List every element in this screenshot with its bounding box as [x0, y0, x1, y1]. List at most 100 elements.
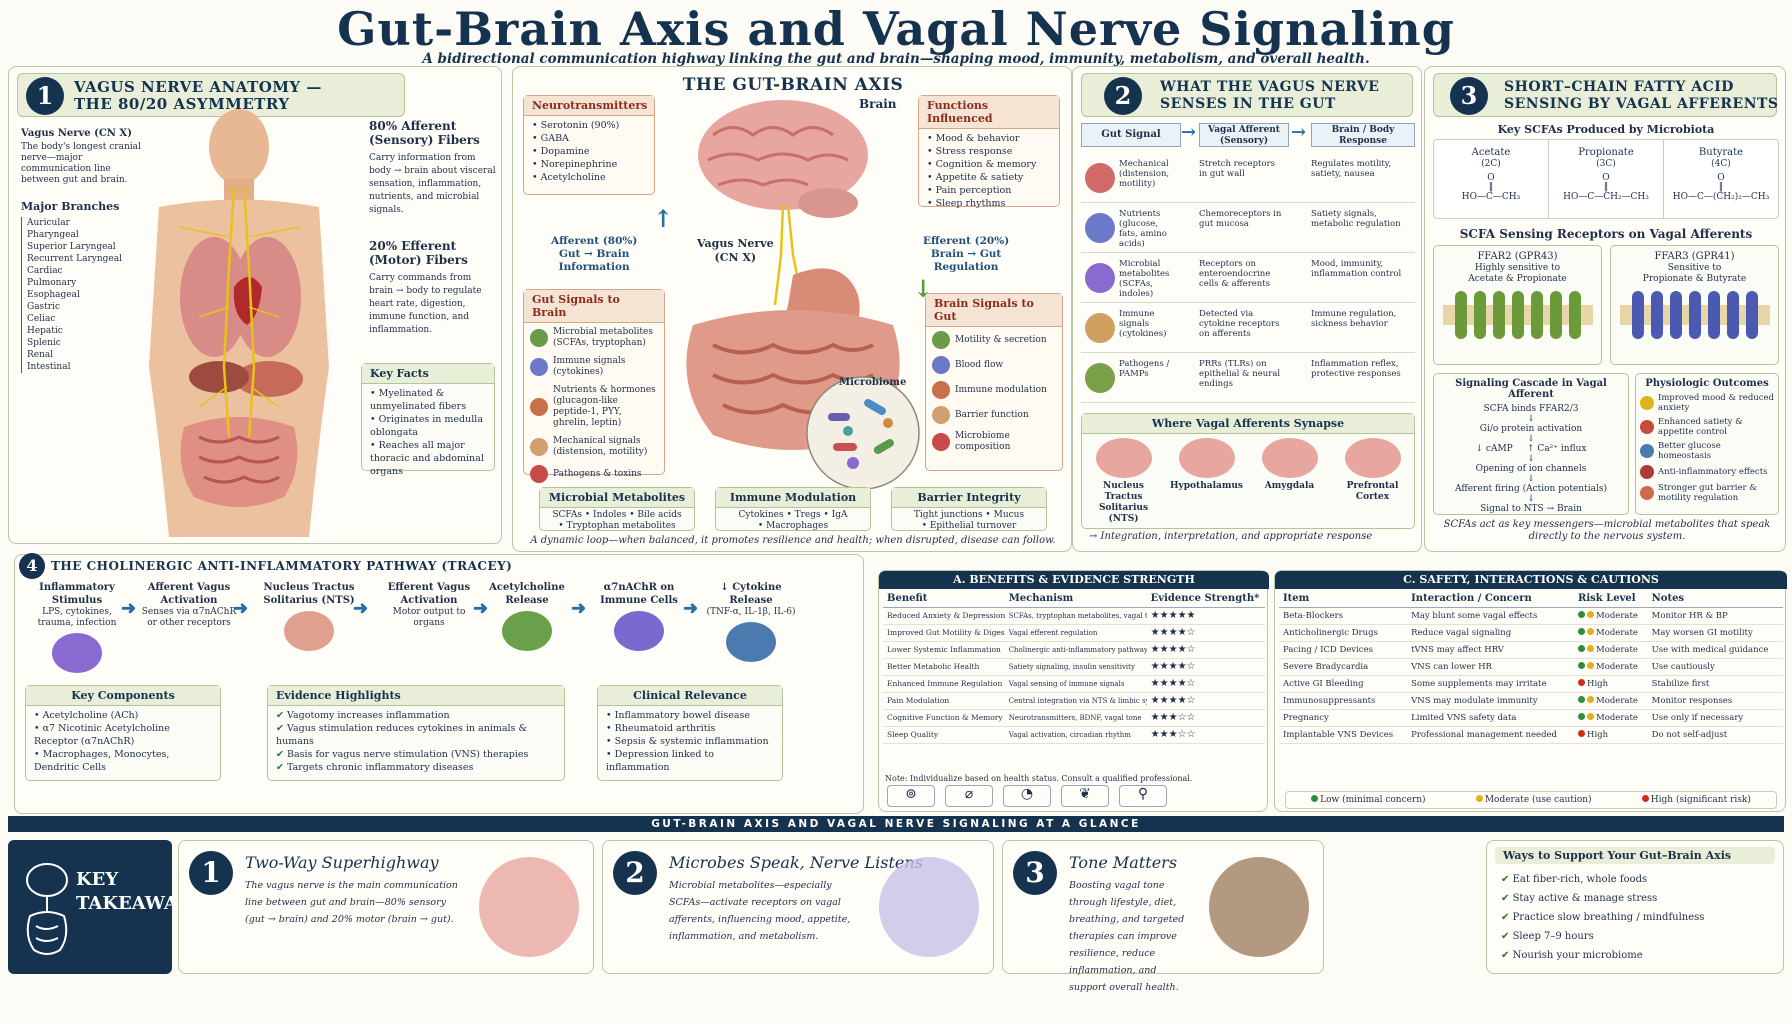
brain-signal-label: Microbiome composition	[955, 431, 1011, 452]
fact-item: Myelinated & unmyelinated fibers	[370, 387, 486, 413]
sense-sig: Pathogens / PAMPs	[1119, 359, 1170, 379]
benefits-cell: Enhanced Immune Regulation	[883, 675, 1005, 693]
safety-cell-text: Use with medical guidance	[1651, 645, 1769, 655]
axis-footer: A dynamic loop—when balanced, it promote…	[530, 535, 1056, 546]
branch-item: Gastric	[27, 302, 61, 312]
neurotransmitter-item: GABA	[532, 132, 646, 145]
safety-cell-text: Professional management needed	[1411, 730, 1557, 740]
sense-resp: Regulates motility, satiety, nausea	[1311, 159, 1392, 179]
axis-title: THE GUT-BRAIN AXIS	[682, 75, 904, 95]
section-number: 2	[1104, 77, 1142, 115]
sense-row: Pathogens / PAMPs PRRs (TLRs) on epitheli…	[1081, 353, 1415, 403]
function-item: Mood & behavior	[927, 132, 1051, 145]
g2b-title: Gut Signals to Brain	[524, 290, 664, 323]
safety-cell-text: Implantable VNS Devices	[1283, 730, 1394, 740]
risk-legend: Low (minimal concern)Moderate (use cauti…	[1285, 791, 1777, 809]
safety-cell: Implantable VNS Devices	[1279, 726, 1408, 744]
outcome-label: Better glucose homeostasis	[1658, 441, 1721, 461]
food-icon: ⊚	[887, 785, 935, 807]
function-item: Sleep rhythms	[927, 197, 1051, 210]
immune-modulation-box: Immune Modulation Cytokines • Tregs • Ig…	[715, 487, 871, 531]
benefits-cell: Cholinergic anti-inflammatory pathway	[1004, 641, 1147, 659]
benefits-cell: Cognitive Function & Memory	[883, 709, 1005, 727]
fact-item: Reaches all major thoracic and abdominal…	[370, 439, 486, 478]
safety-cell-text: Some supplements may irritate	[1411, 679, 1547, 689]
outcome-label: Anti-inflammatory effects	[1658, 467, 1768, 477]
down-arrow-icon: ↓	[1527, 434, 1535, 444]
safety-cell: Reduce vagal signaling	[1407, 624, 1575, 642]
step-title: Afferent Vagus Activation	[147, 582, 231, 606]
im-desc: Cytokines • Tregs • IgA • Macrophages	[738, 510, 848, 531]
safety-cell: Moderate	[1574, 709, 1648, 727]
vagus-desc: The body's longest cranial nerve—major c…	[21, 142, 141, 185]
safety-cell: Limited VNS safety data	[1407, 709, 1575, 727]
safety-cell: Stabilize first	[1647, 675, 1783, 693]
safety-cell: May blunt some vagal effects	[1407, 607, 1575, 625]
safety-cell: Use cautiously	[1647, 658, 1783, 676]
safety-cell-text: Active GI Bleeding	[1283, 679, 1364, 689]
scfa-name: Acetate	[1471, 147, 1511, 158]
gut-signal-icon	[530, 329, 548, 347]
brain-region-icon	[1261, 438, 1318, 478]
safety-cell-text: Severe Bradycardia	[1283, 662, 1369, 672]
benefits-cell: Vagal efferent regulation	[1004, 624, 1147, 642]
section-number: 4	[19, 553, 45, 579]
safety-cell-text: Beta-Blockers	[1283, 611, 1344, 621]
risk-dot	[1578, 611, 1586, 618]
im-title: Immune Modulation	[716, 488, 870, 508]
benefits-cell: Pain Modulation	[883, 692, 1005, 710]
benefits-cell: ★★★★★	[1146, 607, 1265, 625]
neurotransmitter-item: Norepinephrine	[532, 158, 646, 171]
way-item: Eat fiber-rich, whole foods	[1501, 870, 1769, 889]
table-row: Active GI Bleeding Some supplements may i…	[1279, 675, 1783, 693]
scfa-carbons: (4C)	[1711, 159, 1731, 169]
brain-signal: Blood flow	[932, 356, 1056, 374]
takeaway-desc: The vagus nerve is the main communicatio…	[245, 880, 458, 925]
safety-cell-text: Use cautiously	[1651, 662, 1715, 672]
scfa-key-title: Key SCFAs Produced by Microbiota	[1497, 123, 1715, 136]
gut-signal-icon	[530, 465, 548, 483]
step-title: Inflammatory Stimulus	[39, 582, 115, 606]
scfa-item: Propionate(3C)O ‖HO—C—CH₂—CH₃	[1549, 140, 1664, 218]
safety-cell: Pacing / ICD Devices	[1279, 641, 1408, 659]
synapse-box: Where Vagal Afferents Synapse Nucleus Tr…	[1081, 413, 1415, 529]
scfa-carbons: (3C)	[1596, 159, 1616, 169]
safety-cell-text: Do not self-adjust	[1651, 730, 1728, 740]
branch-item: Recurrent Laryngeal	[27, 254, 123, 264]
safety-cell-text: Moderate	[1596, 662, 1638, 672]
vagus-title: Vagus Nerve (CN X)	[21, 128, 132, 139]
function-item: Stress response	[927, 145, 1051, 158]
afferent-label: Afferent (80%) Gut → Brain Information	[551, 235, 638, 273]
neurotransmitter-item: Serotonin (90%)	[532, 119, 646, 132]
risk-dot	[1578, 730, 1586, 737]
page-subtitle: A bidirectional communication highway li…	[422, 51, 1370, 67]
safety-cell: Moderate	[1574, 658, 1648, 676]
benefits-cell: Better Metabolic Health	[883, 658, 1005, 676]
safety-cell: Monitor HR & BP	[1647, 607, 1783, 625]
step-icon	[502, 611, 552, 651]
step-desc: LPS, cytokines, trauma, infection	[37, 607, 117, 628]
section-vagus-anatomy: 1 VAGUS NERVE ANATOMY — THE 80/20 ASYMME…	[8, 66, 502, 544]
synapse-region: Hypothalamus	[1169, 438, 1245, 525]
down-arrow-icon: ↓	[1527, 454, 1535, 464]
cascade-title: Signaling Cascade in Vagal Afferent	[1455, 378, 1607, 400]
signal-icon	[1085, 163, 1115, 193]
gut-signal-label: Microbial metabolites (SCFAs, tryptophan…	[553, 327, 653, 348]
carbonyl-symbol: O ‖	[1602, 173, 1610, 192]
brain-signal-icon	[932, 433, 950, 451]
function-item: Cognition & memory	[927, 158, 1051, 171]
benefits-cell: ★★★★☆	[1146, 658, 1265, 676]
step-title: Efferent Vagus Activation	[387, 582, 471, 606]
safety-cell-text: Moderate	[1596, 628, 1638, 638]
sense-aff: PRRs (TLRs) on epithelial & neural endin…	[1199, 359, 1281, 389]
legend-label: Moderate (use caution)	[1484, 795, 1592, 805]
safety-cell-text: Monitor responses	[1651, 696, 1733, 706]
benefits-cell: SCFAs, tryptophan metabolites, vagal ton…	[1004, 607, 1147, 625]
sense-resp: Satiety signals, metabolic regulation	[1311, 209, 1401, 229]
gut-signal-label: Pathogens & toxins	[553, 468, 642, 479]
microbiome-circle	[806, 376, 920, 490]
safety-cell: High	[1574, 675, 1648, 693]
